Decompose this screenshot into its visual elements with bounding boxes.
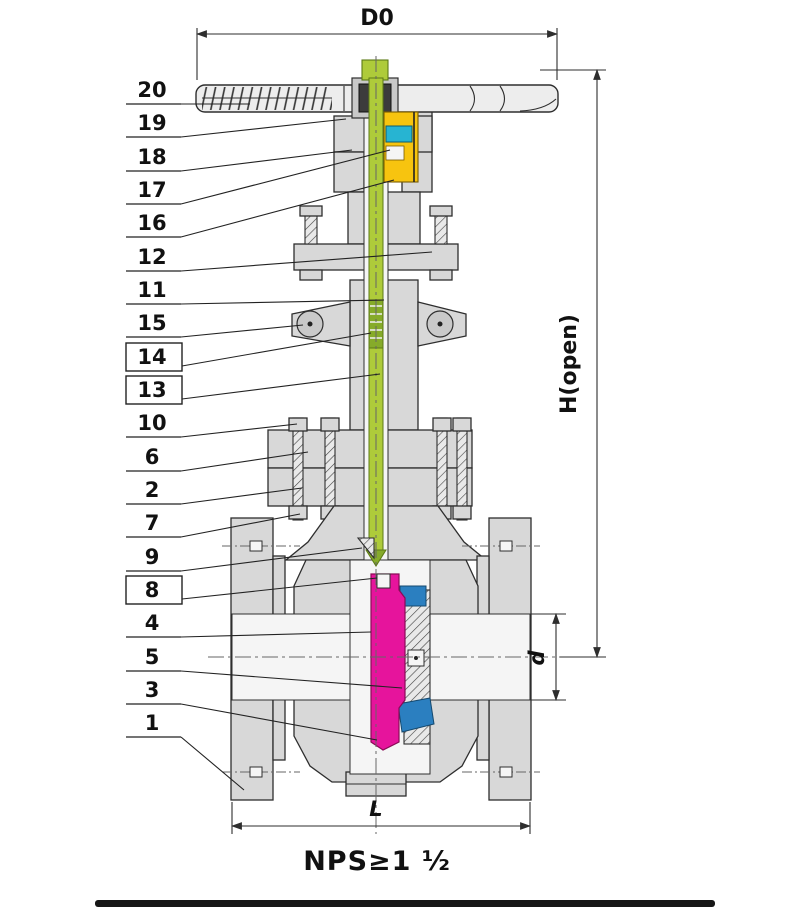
callout-label-15: 15 bbox=[137, 311, 166, 335]
callout-label-11: 11 bbox=[137, 278, 166, 302]
seat-lower bbox=[397, 697, 435, 733]
callout-label-20: 20 bbox=[137, 78, 166, 102]
callout-label-4: 4 bbox=[145, 611, 160, 635]
trim-parts bbox=[370, 573, 435, 751]
callout-label-9: 9 bbox=[145, 545, 160, 569]
clamp-nut-left-top bbox=[299, 205, 323, 217]
dimension-d: d bbox=[505, 612, 566, 702]
hinge-pin-left-center bbox=[307, 321, 313, 327]
callout-label-3: 3 bbox=[145, 678, 160, 702]
handwheel-contour-2 bbox=[499, 85, 506, 112]
clamp-stud-left bbox=[304, 213, 318, 245]
callout-label-14: 14 bbox=[137, 345, 166, 369]
callout-label-5: 5 bbox=[145, 645, 160, 669]
yoke-arm-left bbox=[333, 151, 365, 193]
callout-label-13: 13 bbox=[137, 378, 166, 402]
callout-label-7: 7 bbox=[145, 511, 160, 535]
dimension-l-label: L bbox=[369, 797, 382, 821]
callout-label-10: 10 bbox=[137, 411, 166, 435]
flange-bolt-holes bbox=[222, 540, 540, 778]
callout-label-8: 8 bbox=[145, 578, 160, 602]
dimension-d0: D0 bbox=[195, 6, 559, 80]
dimension-h-open-label: H(open) bbox=[557, 314, 582, 414]
clamp-nut-left-bottom bbox=[299, 269, 323, 281]
callout-label-17: 17 bbox=[137, 178, 166, 202]
bearing bbox=[385, 125, 413, 143]
callout-label-1: 1 bbox=[145, 711, 160, 735]
centerlines bbox=[208, 56, 592, 834]
callout-label-18: 18 bbox=[137, 145, 166, 169]
gate-stem-slot bbox=[376, 573, 391, 589]
size-caption: NPS≥1 ½ bbox=[303, 846, 451, 877]
hinge-pin-right-center bbox=[437, 321, 443, 327]
handwheel-grip-line bbox=[519, 98, 557, 112]
dimension-d0-label: D0 bbox=[360, 6, 394, 31]
gate-wedge bbox=[370, 573, 406, 751]
clamp-nut-right-bottom bbox=[429, 269, 453, 281]
callout-label-16: 16 bbox=[137, 211, 166, 235]
callout-label-19: 19 bbox=[137, 111, 166, 135]
callout-label-6: 6 bbox=[145, 445, 160, 469]
dimension-d-label: d bbox=[525, 650, 549, 666]
backseat-gasket bbox=[356, 537, 375, 560]
bottom-bar bbox=[95, 900, 715, 907]
callout-label-2: 2 bbox=[145, 478, 160, 502]
clamp-stud-right bbox=[434, 213, 448, 245]
dimension-l: L bbox=[230, 797, 532, 834]
stem-nut-assembly bbox=[383, 111, 419, 183]
clamp-nut-right-top bbox=[429, 205, 453, 217]
stem-nut-recess bbox=[385, 145, 405, 161]
handwheel-contour-1 bbox=[469, 85, 476, 112]
callouts: 20 19 18 17 16 12 11 15 14 13 bbox=[125, 78, 433, 791]
callout-label-12: 12 bbox=[137, 245, 166, 269]
stem-top-nut bbox=[361, 59, 389, 81]
dimension-h-open: H(open) bbox=[540, 68, 606, 659]
